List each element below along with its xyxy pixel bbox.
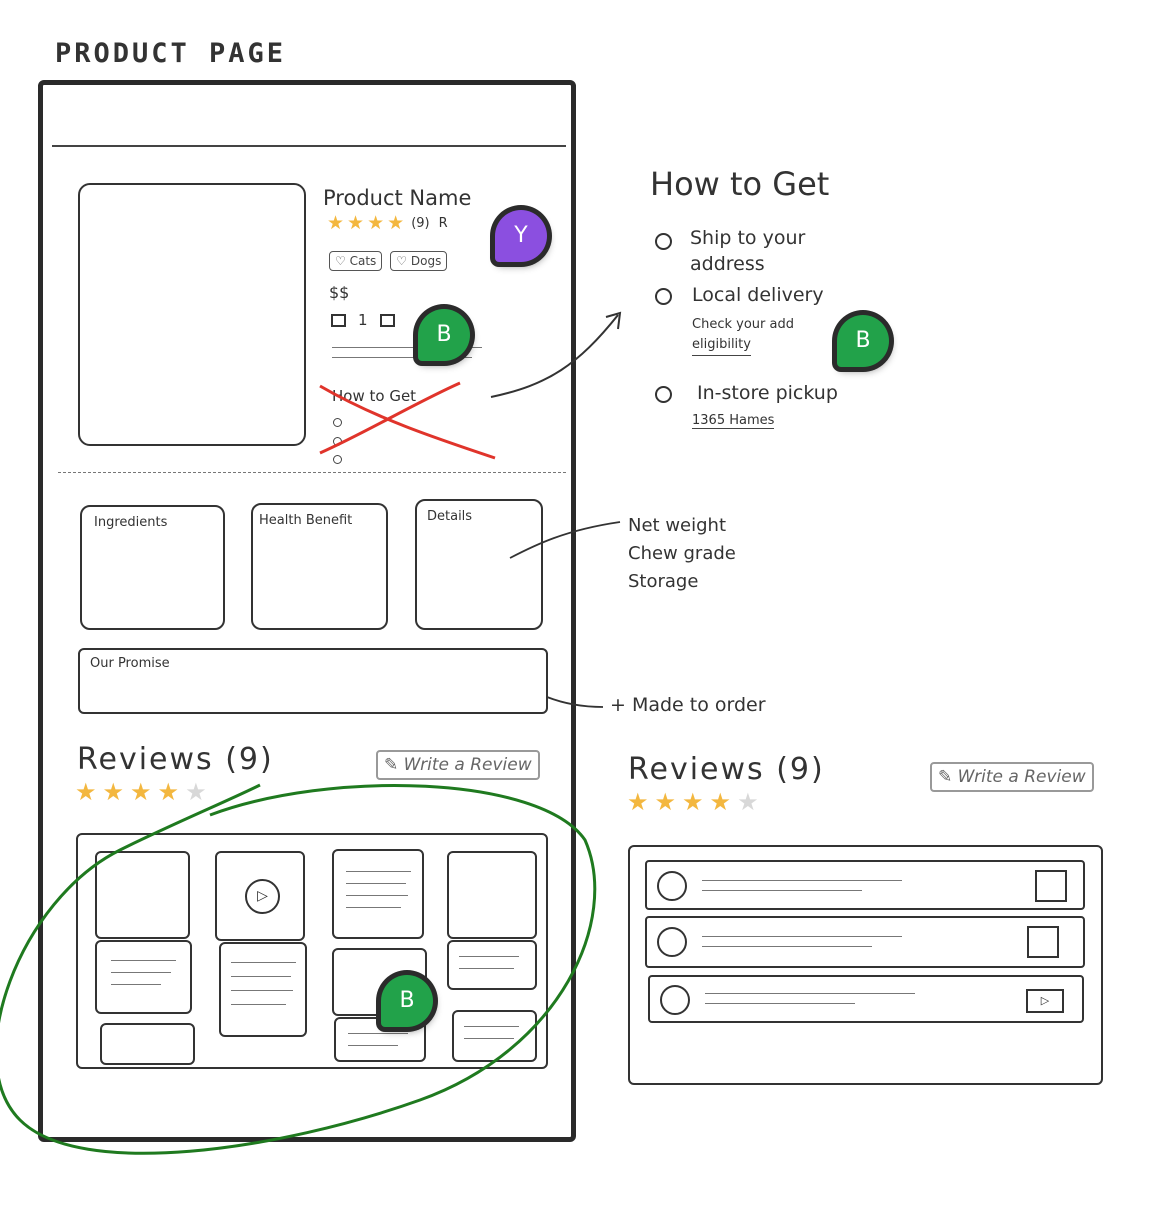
tag-dogs[interactable]: ♡ Dogs	[390, 251, 448, 271]
pencil-icon: ✎	[938, 767, 953, 787]
promise-note: + Made to order	[610, 694, 766, 716]
review-media-tile-video[interactable]: ▷	[215, 851, 305, 941]
star-icon: ★	[627, 788, 649, 816]
star-icon: ★	[102, 778, 125, 806]
review-thumbnail[interactable]	[1027, 926, 1059, 958]
play-icon[interactable]: ▷	[245, 879, 280, 914]
review-row[interactable]	[645, 916, 1085, 968]
review-text-tile[interactable]	[332, 849, 424, 939]
reviews-rating: ★ ★ ★ ★ ★	[75, 780, 207, 804]
play-icon[interactable]: ▷	[1026, 989, 1064, 1013]
rating-count: (9)	[411, 216, 430, 231]
star-icon: ★	[130, 778, 152, 806]
local-delivery-radio[interactable]	[655, 288, 672, 305]
pet-tags: ♡ Cats ♡ Dogs	[329, 251, 448, 271]
reviews-title: Reviews (9)	[77, 742, 274, 777]
write-review-button-alt[interactable]: ✎ Write a Review	[930, 762, 1094, 792]
reviews-rating-alt: ★ ★ ★ ★ ★	[627, 790, 759, 814]
avatar	[657, 871, 687, 901]
product-name: Product Name	[323, 186, 472, 210]
section-divider	[58, 472, 566, 473]
star-icon: ★	[387, 212, 405, 234]
ship-option: Ship to your address	[690, 227, 806, 275]
green-highlight-loop	[0, 783, 597, 1155]
in-store-pickup-option: In-store pickup	[697, 382, 838, 404]
tab-details[interactable]: Details	[415, 499, 543, 630]
how-to-get-crossed: How to Get	[332, 387, 417, 405]
star-icon: ★	[709, 788, 732, 816]
pencil-icon: ✎	[384, 755, 399, 775]
review-media-tile[interactable]	[332, 948, 427, 1016]
review-text-tile[interactable]	[219, 942, 307, 1037]
store-address[interactable]: 1365 Hames	[692, 413, 775, 429]
review-list	[628, 845, 1103, 1085]
minus-icon[interactable]	[331, 313, 346, 327]
star-icon: ★	[347, 212, 365, 234]
review-media-tile[interactable]	[95, 851, 190, 939]
our-promise-section: Our Promise	[78, 648, 548, 714]
radio-small	[333, 455, 342, 464]
how-to-get-title: How to Get	[650, 165, 830, 203]
tab-ingredients[interactable]: Ingredients	[80, 505, 225, 630]
star-icon: ★	[157, 778, 180, 806]
avatar	[660, 985, 690, 1015]
details-arrow-line	[509, 521, 621, 559]
star-icon: ★	[654, 788, 677, 816]
red-cross-mark	[319, 381, 496, 460]
review-media-tile[interactable]	[100, 1023, 195, 1065]
promise-arrow-line	[546, 696, 604, 708]
description-line	[332, 357, 472, 358]
comment-badge-b[interactable]: B	[837, 315, 889, 367]
local-delivery-sub: Check your add eligibility	[692, 315, 794, 356]
tab-health-benefit[interactable]: Health Benefit	[251, 503, 388, 630]
header-divider	[52, 145, 566, 147]
comment-badge-y[interactable]: Y	[495, 210, 547, 262]
page-title: PRODUCT PAGE	[55, 38, 287, 69]
tag-cats[interactable]: ♡ Cats	[329, 251, 383, 271]
ship-radio[interactable]	[655, 233, 672, 250]
plus-icon[interactable]	[379, 313, 395, 327]
avatar	[657, 927, 687, 957]
radio-small	[333, 418, 342, 427]
review-media-tile[interactable]	[447, 851, 537, 939]
product-image-placeholder	[78, 183, 306, 446]
quantity-stepper[interactable]: 1	[331, 311, 395, 329]
review-thumbnail[interactable]	[1035, 870, 1067, 902]
star-empty-icon: ★	[737, 788, 759, 816]
cat-icon: ♡	[335, 254, 346, 268]
product-rating: ★ ★ ★ ★ (9) R	[327, 214, 448, 233]
star-icon: ★	[367, 212, 385, 234]
star-icon: ★	[682, 788, 704, 816]
in-store-pickup-radio[interactable]	[655, 386, 672, 403]
rating-suffix: R	[438, 216, 448, 231]
review-text-tile[interactable]	[95, 940, 192, 1014]
description-line	[332, 347, 482, 348]
phone-frame	[38, 80, 576, 1142]
dog-icon: ♡	[396, 254, 408, 268]
review-text-tile[interactable]	[334, 1017, 426, 1062]
review-row[interactable]: ▷	[648, 975, 1084, 1023]
local-delivery-option: Local delivery	[692, 284, 824, 306]
details-note: Net weight Chew grade Storage	[628, 515, 736, 592]
review-row[interactable]	[645, 860, 1085, 910]
review-text-tile[interactable]	[447, 940, 537, 990]
star-icon: ★	[75, 778, 97, 806]
quantity-value: 1	[358, 311, 368, 329]
review-media-grid	[76, 833, 548, 1069]
comment-badge-b[interactable]: B	[418, 309, 470, 361]
comment-badge-b[interactable]: B	[381, 975, 433, 1027]
reviews-title-alt: Reviews (9)	[628, 752, 825, 787]
write-review-button[interactable]: ✎ Write a Review	[376, 750, 540, 780]
how-to-get-arrow	[490, 311, 622, 398]
price: $$	[329, 283, 350, 302]
star-icon: ★	[327, 212, 345, 234]
star-empty-icon: ★	[185, 778, 207, 806]
